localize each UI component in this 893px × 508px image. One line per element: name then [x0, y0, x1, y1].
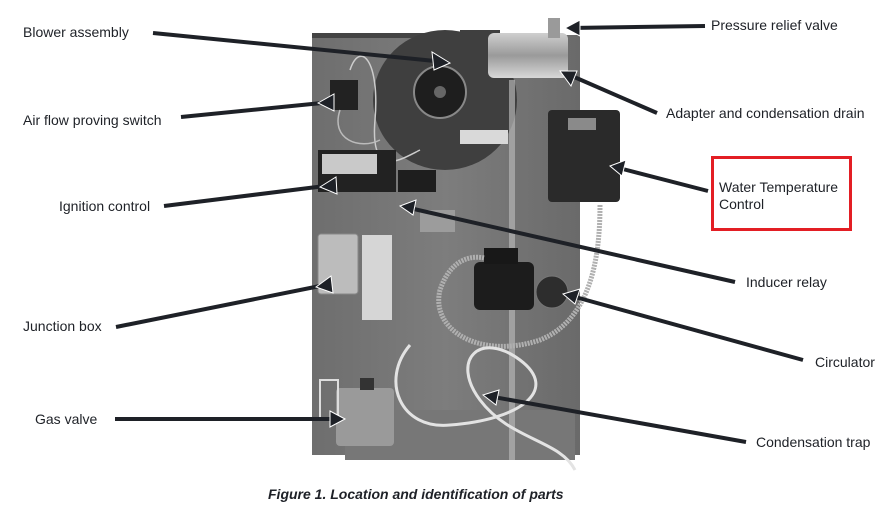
label-adapter-condensation-drain: Adapter and condensation drain — [666, 105, 865, 121]
label-inducer-relay: Inducer relay — [746, 274, 827, 290]
circulator-motor — [474, 262, 534, 310]
leader-lines — [115, 24, 804, 444]
wiring — [349, 55, 421, 163]
wiring — [337, 109, 381, 145]
arrowhead-icon — [561, 288, 581, 305]
circulator-volute — [535, 275, 569, 309]
leader-blower-assembly — [152, 31, 446, 64]
highlight-box-water-temperature-control: Water Temperature Control — [711, 156, 852, 231]
label-ignition-control: Ignition control — [59, 198, 151, 214]
arrowhead-icon — [329, 410, 347, 428]
water-temp-control-housing — [548, 110, 620, 202]
arrowhead-icon — [398, 199, 417, 216]
label-water-temperature-control: Water Temperature Control — [719, 179, 839, 212]
leader-air-flow-switch — [180, 101, 323, 119]
condensation-trap-tubing — [394, 344, 577, 471]
leader-ignition-control — [163, 184, 326, 208]
air-flow-switch-body — [330, 80, 358, 110]
label-gas-valve: Gas valve — [35, 411, 98, 427]
arrowhead-icon — [314, 275, 334, 294]
adapter-pipe — [488, 33, 568, 78]
leader-pressure-relief — [569, 24, 706, 30]
leader-inducer-relay — [404, 205, 736, 284]
label-circulator: Circulator — [815, 354, 875, 370]
label-air-flow-proving-switch: Air flow proving switch — [23, 112, 162, 128]
pressure-relief-valve-body — [548, 18, 560, 38]
leader-water-temp — [614, 165, 709, 193]
label-blower-assembly: Blower assembly — [23, 24, 129, 40]
arrowhead-icon — [481, 389, 500, 406]
arrowhead-icon — [563, 19, 581, 37]
water-temp-display — [568, 118, 596, 130]
circulator-capacitor — [484, 248, 518, 264]
label-junction-box: Junction box — [23, 318, 102, 334]
arrowheads — [314, 19, 627, 428]
leader-circulator — [567, 293, 804, 362]
arrowhead-icon — [609, 159, 627, 177]
blower-label-plate — [460, 130, 508, 144]
flex-conduit — [436, 204, 603, 349]
gas-valve-knob — [360, 378, 374, 390]
warning-label — [362, 235, 392, 320]
gas-valve-body — [336, 388, 394, 446]
arrowhead-icon — [316, 93, 335, 112]
figure-caption: Figure 1. Location and identification of… — [268, 486, 564, 502]
ignition-control-label — [322, 154, 377, 174]
arrowhead-icon — [318, 176, 338, 195]
leader-junction-box — [115, 284, 321, 329]
arrowhead-icon — [431, 51, 452, 71]
leader-condensation-trap — [487, 394, 747, 444]
inducer-relay-body — [398, 170, 436, 192]
blower-hub — [434, 86, 446, 98]
arrowhead-icon — [559, 70, 578, 88]
leader-adapter-drain — [564, 71, 658, 115]
label-condensation-trap: Condensation trap — [756, 434, 871, 450]
panel-top-rail — [312, 33, 492, 38]
label-pressure-relief-valve: Pressure relief valve — [711, 17, 838, 33]
